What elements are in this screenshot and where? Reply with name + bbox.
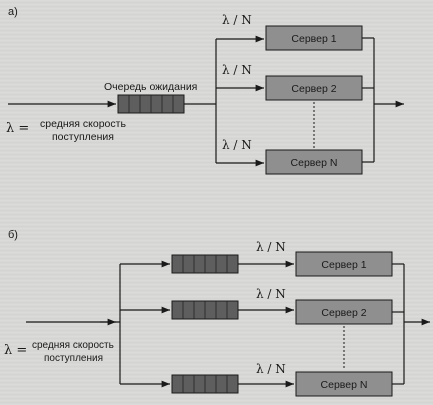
panel-a: а) Очередь ожидания λ / N λ / N λ / N Се… xyxy=(6,6,404,175)
panel-a-label: а) xyxy=(8,6,18,18)
rate-label-1: λ / N xyxy=(256,240,286,254)
server-label-2: Сервер 2 xyxy=(291,83,336,95)
panel-b-label: б) xyxy=(8,229,18,241)
server-box-1: Сервер 1 xyxy=(295,251,393,277)
panel-b: б) xyxy=(4,229,430,397)
lambda-symbol: λ = xyxy=(6,121,29,136)
waiting-queue xyxy=(117,94,185,114)
input-label-line2: поступления xyxy=(44,353,103,364)
rate-label-2: λ / N xyxy=(256,287,286,301)
server-box-2: Сервер 2 xyxy=(295,299,393,325)
input-label-line1: средняя скорость xyxy=(40,118,126,130)
rate-label-2: λ / N xyxy=(222,63,252,77)
rate-label-1: λ / N xyxy=(222,13,252,27)
input-label-line2: поступления xyxy=(52,131,114,143)
rate-label-n: λ / N xyxy=(256,362,286,376)
waiting-queue-n xyxy=(171,374,239,394)
server-label-n: Сервер N xyxy=(291,157,338,169)
waiting-queue-2 xyxy=(171,300,239,320)
server-box-n: Сервер N xyxy=(265,149,363,175)
server-label-1: Сервер 1 xyxy=(321,259,366,271)
server-label-2: Сервер 2 xyxy=(321,307,366,319)
lambda-symbol: λ = xyxy=(4,343,27,358)
waiting-queue-1 xyxy=(171,254,239,274)
server-box-1: Сервер 1 xyxy=(265,25,363,51)
rate-label-n: λ / N xyxy=(222,138,252,152)
server-box-2: Сервер 2 xyxy=(265,75,363,101)
queue-label: Очередь ожидания xyxy=(104,81,197,93)
server-label-1: Сервер 1 xyxy=(291,33,336,45)
server-box-n: Сервер N xyxy=(295,371,393,397)
input-label-line1: средняя скорость xyxy=(32,340,114,351)
server-label-n: Сервер N xyxy=(321,379,368,391)
